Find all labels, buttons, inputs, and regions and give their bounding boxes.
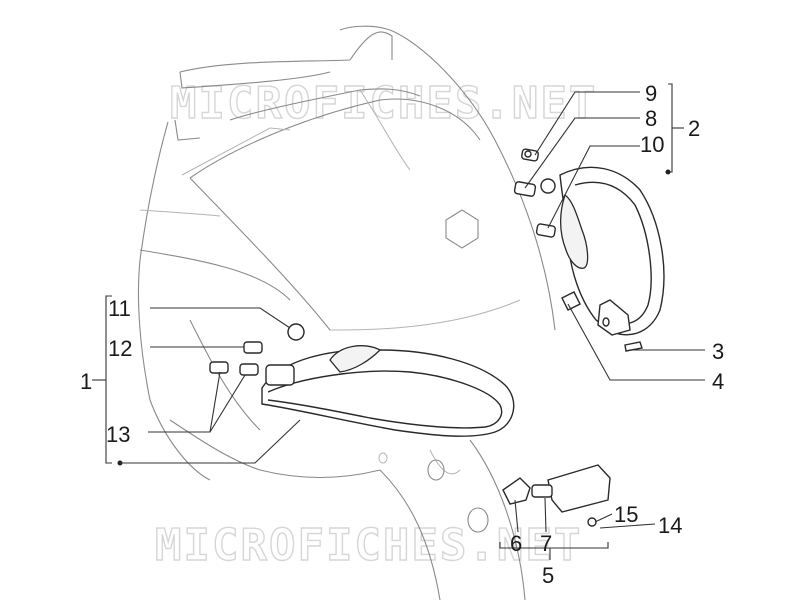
callout-1: 1 [80, 369, 92, 394]
license-plate-light [502, 464, 611, 527]
callout-13: 13 [106, 422, 130, 447]
callout-12: 12 [108, 336, 132, 361]
callout-14: 14 [658, 513, 682, 538]
callout-2: 2 [688, 116, 700, 141]
callout-11: 11 [108, 296, 131, 321]
callout-6: 6 [510, 531, 522, 556]
watermark-bottom: MICROFICHES.NET [155, 520, 582, 571]
clip-and-screw [561, 291, 643, 352]
callout-10: 10 [640, 132, 664, 157]
callout-15: 15 [614, 502, 638, 527]
bulb-holders-left [209, 323, 305, 376]
callout-8: 8 [645, 106, 657, 131]
callout-4: 4 [712, 369, 724, 394]
callout-5: 5 [542, 563, 554, 588]
bulb-holders-upper [513, 148, 556, 238]
callout-9: 9 [645, 81, 657, 106]
rear-light-assembly-right [559, 166, 665, 336]
watermark-top: MICROFICHES.NET [170, 78, 597, 129]
callout-3: 3 [712, 339, 724, 364]
callout-7: 7 [540, 531, 552, 556]
rear-body-outline [137, 25, 556, 600]
callout-labels: 9 8 2 10 11 12 3 1 4 13 15 14 6 7 5 [80, 81, 724, 588]
leader-lines [92, 83, 705, 560]
rear-light-assembly-left [261, 345, 515, 437]
